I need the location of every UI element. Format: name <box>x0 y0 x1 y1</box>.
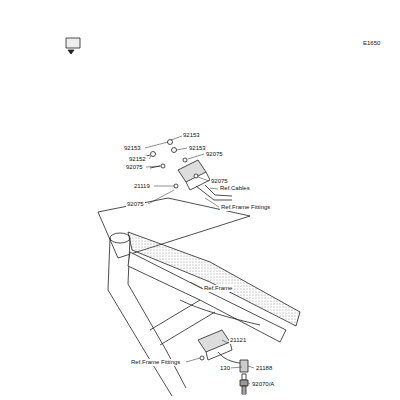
callout-number: 92152 <box>128 156 147 163</box>
reference-label: Ref.Frame <box>203 285 233 292</box>
callout-number: 92075 <box>205 151 224 158</box>
callout-number: 21119 <box>133 183 151 190</box>
front-icon <box>66 38 80 54</box>
reference-label: Ref.Frame Fittings <box>220 204 271 211</box>
callout-number: 92075 <box>210 178 229 185</box>
leader-lines <box>145 136 254 384</box>
callout-number: 21121 <box>229 337 247 344</box>
frame <box>108 232 300 396</box>
reference-label: Ref.Cables <box>219 185 251 192</box>
callout-number: 92153 <box>182 132 201 139</box>
ignition-coil-lower <box>198 330 248 372</box>
callout-number: 21188 <box>255 365 273 372</box>
callout-number: 92075 <box>126 201 145 208</box>
reference-label: Ref.Frame Fittings <box>130 359 181 366</box>
callout-number: 92153 <box>188 145 207 152</box>
callout-number: 92153 <box>123 145 142 152</box>
reference-label: E1650 <box>362 40 381 47</box>
callout-number: 130 <box>219 365 231 372</box>
spark-plug <box>240 374 248 394</box>
callout-number: 92070/A <box>251 381 275 388</box>
callout-number: 92075 <box>125 164 144 171</box>
